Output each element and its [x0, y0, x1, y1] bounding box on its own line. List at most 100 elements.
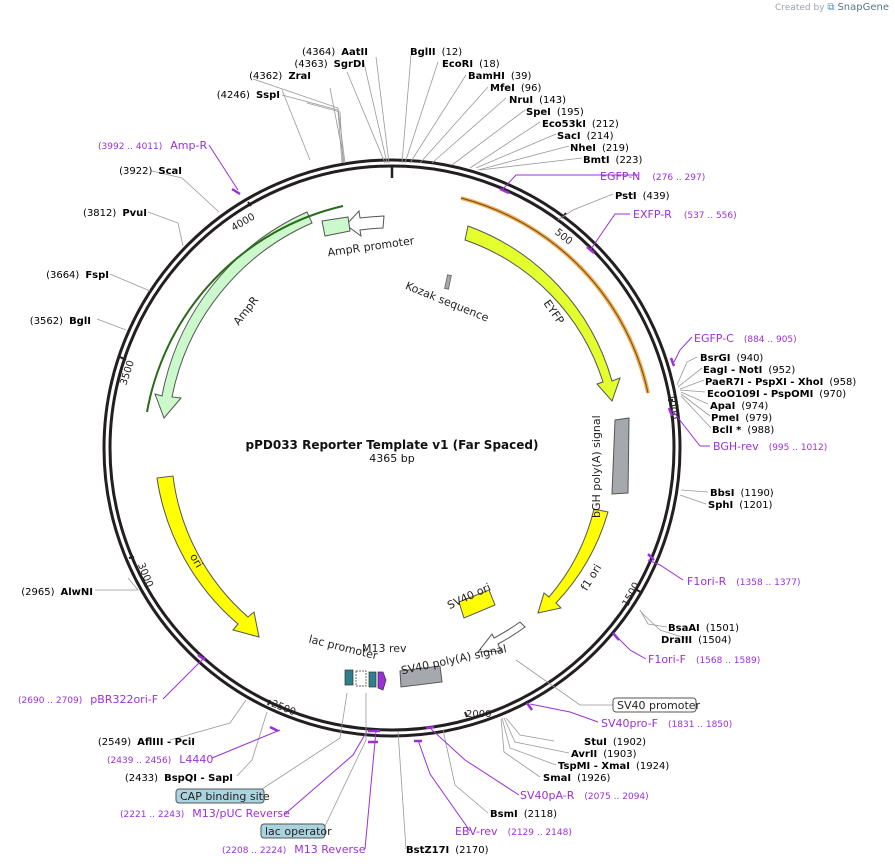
primer-l4440[interactable]: (2439 .. 2456)L4440	[107, 753, 213, 766]
site-stui[interactable]: StuI(1902)	[584, 737, 646, 748]
primer-exfp-r[interactable]: EXFP-R(537 .. 556)	[633, 208, 737, 221]
svg-text:(2221 .. 2243)M13/pUC Reverse: (2221 .. 2243)M13/pUC Reverse	[120, 807, 290, 820]
feature-m13rev-arrow[interactable]	[377, 671, 387, 691]
primer-labels: (3992 .. 4011)Amp-R EGFP-N(276 .. 297) E…	[18, 139, 827, 856]
feature-sv40-ori[interactable]	[458, 589, 496, 619]
feature-ampr-promoter-arrow[interactable]	[345, 209, 385, 238]
feature-eyfp-highlight-line	[460, 197, 649, 394]
svg-text:EGFP-C(884 .. 905): EGFP-C(884 .. 905)	[694, 332, 797, 345]
primer-marks	[197, 187, 676, 744]
site-sgrdi[interactable]: (4363)SgrDI	[294, 59, 365, 70]
svg-text:BsmI(2118): BsmI(2118)	[490, 809, 557, 820]
primer-f1ori-f[interactable]: F1ori-F(1568 .. 1589)	[648, 653, 760, 666]
svg-text:DraIII(1504): DraIII(1504)	[661, 635, 732, 646]
site-bsrgi[interactable]: BsrGI(940)	[700, 353, 763, 364]
site-bbsi[interactable]: BbsI(1190)	[710, 488, 774, 499]
site-avrii[interactable]: AvrII(1903)	[571, 749, 637, 760]
site-nrui[interactable]: NruI(143)	[509, 95, 566, 106]
site-aatii[interactable]: (4364)AatII	[302, 47, 368, 58]
primer-egfp-n[interactable]: EGFP-N(276 .. 297)	[600, 170, 705, 183]
site-zrai[interactable]: (4362)ZraI	[249, 71, 311, 82]
features	[146, 196, 650, 691]
svg-text:BmtI(223): BmtI(223)	[583, 155, 643, 166]
svg-text:NheI(219): NheI(219)	[570, 143, 629, 154]
primer-sv40pro-f[interactable]: SV40pro-F(1831 .. 1850)	[601, 717, 732, 730]
snapgene-brand: Created by ⧉ SnapGene	[775, 2, 889, 13]
backbone-outer	[102, 158, 682, 738]
site-bsmi[interactable]: BsmI(2118)	[490, 809, 557, 820]
feature-f1-ori-arrow[interactable]	[537, 508, 609, 614]
site-ecoo109i[interactable]: EcoO109I - PspOMI(970)	[707, 389, 846, 400]
site-spei[interactable]: SpeI(195)	[526, 107, 584, 118]
site-bmti[interactable]: BmtI(223)	[583, 155, 643, 166]
svg-text:PmeI(979): PmeI(979)	[711, 413, 772, 424]
svg-text:SphI(1201): SphI(1201)	[708, 500, 773, 511]
primer-m13-puc-reverse[interactable]: (2221 .. 2243)M13/pUC Reverse	[120, 807, 290, 820]
site-bstz17i[interactable]: BstZ17I(2170)	[406, 845, 489, 856]
feature-grey-block[interactable]	[399, 665, 443, 688]
site-tspmi[interactable]: TspMI - XmaI(1924)	[558, 761, 669, 772]
feature-bgh-polya[interactable]	[611, 417, 630, 495]
site-apai[interactable]: ApaI(974)	[710, 401, 768, 412]
primer-egfp-c[interactable]: EGFP-C(884 .. 905)	[694, 332, 797, 345]
label-sv40pa: SV40 poly(A) signal	[400, 642, 508, 677]
site-sphi[interactable]: SphI(1201)	[708, 500, 773, 511]
callout-sv40-promoter[interactable]: SV40 promoter	[612, 697, 701, 713]
site-scai[interactable]: (3922)ScaI	[119, 166, 182, 177]
site-eagi[interactable]: EagI - NotI(952)	[703, 365, 795, 376]
site-smai[interactable]: SmaI(1926)	[543, 773, 610, 784]
tick-label-3500: 3500	[119, 359, 137, 387]
primer-bgh-rev[interactable]: BGH-rev(995 .. 1012)	[713, 440, 827, 453]
site-draiii[interactable]: DraIII(1504)	[661, 635, 732, 646]
site-bspqi[interactable]: (2433)BspQI - SapI	[125, 773, 233, 784]
site-ecori[interactable]: EcoRI(18)	[442, 59, 500, 70]
site-mfei[interactable]: MfeI(96)	[490, 83, 541, 94]
site-psti[interactable]: PstI(439)	[615, 191, 670, 202]
feature-lac-white[interactable]	[355, 670, 367, 687]
site-afliii[interactable]: (2549)AflIII - PciI	[98, 737, 195, 748]
sites-left: (4364)AatII (4363)SgrDI (4362)ZraI (4246…	[21, 47, 368, 784]
svg-text:NruI(143): NruI(143)	[509, 95, 566, 106]
site-bglii[interactable]: BglII(12)	[410, 47, 462, 58]
site-fspi[interactable]: (3664)FspI	[46, 270, 109, 281]
svg-text:EBV-rev(2129 .. 2148): EBV-rev(2129 .. 2148)	[455, 825, 572, 838]
callout-cap-binding-site[interactable]: CAP binding site	[175, 788, 270, 804]
primer-m13-reverse[interactable]: (2208 .. 2224)M13 Reverse	[222, 843, 366, 856]
svg-text:BamHI(39): BamHI(39)	[468, 71, 532, 82]
feature-lac-teal-1[interactable]	[344, 669, 354, 686]
svg-text:EcoRI(18): EcoRI(18)	[442, 59, 500, 70]
site-pvui[interactable]: (3812)PvuI	[83, 208, 147, 219]
primer-ebv-rev[interactable]: EBV-rev(2129 .. 2148)	[455, 825, 572, 838]
label-ori: ori	[187, 551, 205, 570]
feature-sv40-polya-arrow[interactable]	[476, 621, 526, 653]
primer-sv40pa-r[interactable]: SV40pA-R(2075 .. 2094)	[520, 789, 649, 802]
feature-lac-teal-2[interactable]	[368, 671, 377, 688]
site-bamhi[interactable]: BamHI(39)	[468, 71, 532, 82]
feature-ori-arrow[interactable]	[156, 475, 260, 638]
svg-text:(2208 .. 2224)M13 Reverse: (2208 .. 2224)M13 Reverse	[222, 843, 366, 856]
svg-text:EXFP-R(537 .. 556): EXFP-R(537 .. 556)	[633, 208, 737, 221]
primer-connectors	[162, 144, 710, 850]
site-sspi[interactable]: (4246)SspI	[217, 90, 280, 101]
primer-pbr322ori-f[interactable]: (2690 .. 2709)pBR322ori-F	[18, 693, 158, 706]
svg-text:lac operator: lac operator	[265, 825, 332, 838]
site-bsaai[interactable]: BsaAI(1501)	[668, 623, 739, 634]
primer-amp-r[interactable]: (3992 .. 4011)Amp-R	[98, 139, 207, 152]
site-nhei[interactable]: NheI(219)	[570, 143, 629, 154]
plasmid-length: 4365 bp	[369, 452, 414, 465]
site-eco53ki[interactable]: Eco53kI(212)	[542, 119, 619, 130]
primer-f1ori-r[interactable]: F1ori-R(1358 .. 1377)	[687, 575, 801, 588]
label-ampr: AmpR	[231, 294, 262, 328]
site-saci[interactable]: SacI(214)	[557, 131, 614, 142]
site-pmei[interactable]: PmeI(979)	[711, 413, 772, 424]
feature-eyfp-arrow[interactable]	[464, 225, 621, 402]
site-bcli[interactable]: BclI *(988)	[712, 425, 774, 436]
svg-text:AvrII(1903): AvrII(1903)	[571, 749, 637, 760]
svg-text:EGFP-N(276 .. 297): EGFP-N(276 .. 297)	[600, 170, 705, 183]
site-bgli[interactable]: (3562)BglI	[30, 316, 91, 327]
site-alwni[interactable]: (2965)AlwNI	[21, 587, 93, 598]
site-paer7i[interactable]: PaeR7I - PspXI - XhoI(958)	[705, 377, 856, 388]
svg-text:(3664)FspI: (3664)FspI	[46, 270, 109, 281]
callout-lac-operator[interactable]: lac operator	[260, 823, 332, 839]
